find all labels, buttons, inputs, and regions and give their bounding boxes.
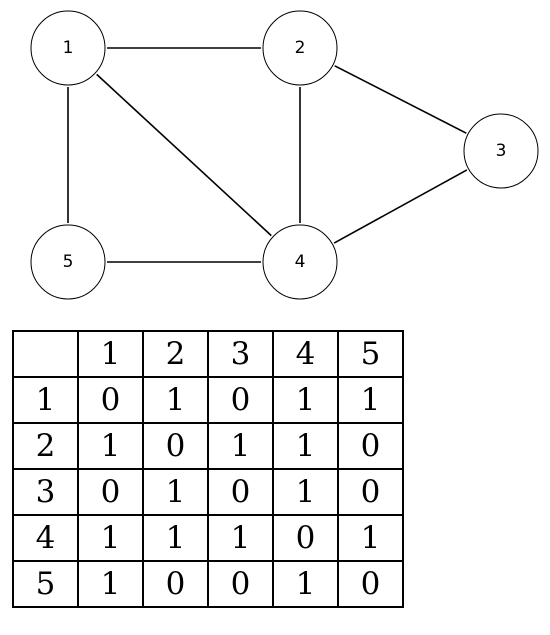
graph-edges bbox=[67, 47, 468, 263]
matrix-row-header: 3 bbox=[12, 468, 79, 516]
node-label: 1 bbox=[63, 38, 74, 58]
matrix-cell: 1 bbox=[77, 422, 144, 470]
matrix-col-header: 4 bbox=[272, 330, 339, 378]
node-label: 4 bbox=[295, 252, 306, 272]
matrix-cell: 0 bbox=[77, 376, 144, 424]
matrix-cell: 0 bbox=[142, 422, 209, 470]
node-label: 3 bbox=[496, 141, 507, 161]
node-5: 5 bbox=[30, 224, 106, 300]
matrix-cell: 0 bbox=[337, 468, 404, 516]
matrix-cell: 1 bbox=[77, 560, 144, 608]
matrix-row: 5 1 0 0 1 0 bbox=[12, 560, 404, 608]
matrix-cell: 1 bbox=[337, 376, 404, 424]
matrix-cell: 0 bbox=[207, 468, 274, 516]
node-label: 5 bbox=[63, 252, 74, 272]
matrix-header-row: 1 2 3 4 5 bbox=[12, 330, 404, 378]
matrix-col-header: 3 bbox=[207, 330, 274, 378]
matrix-cell: 1 bbox=[207, 514, 274, 562]
node-1: 1 bbox=[30, 10, 106, 86]
matrix-cell: 1 bbox=[142, 514, 209, 562]
adjacency-matrix: 1 2 3 4 5 1 0 1 0 1 1 2 1 0 1 1 0 3 0 1 … bbox=[12, 330, 404, 608]
node-circle bbox=[262, 224, 338, 300]
matrix-cell: 1 bbox=[207, 422, 274, 470]
node-circle bbox=[30, 10, 106, 86]
matrix-cell: 1 bbox=[272, 422, 339, 470]
matrix-col-header: 5 bbox=[337, 330, 404, 378]
matrix-cell: 0 bbox=[272, 514, 339, 562]
matrix-cell: 1 bbox=[272, 468, 339, 516]
matrix-cell: 1 bbox=[77, 514, 144, 562]
edge-3-4 bbox=[333, 169, 468, 244]
matrix-row-header: 2 bbox=[12, 422, 79, 470]
matrix-row: 3 0 1 0 1 0 bbox=[12, 468, 404, 516]
matrix-cell: 1 bbox=[337, 514, 404, 562]
matrix-row: 2 1 0 1 1 0 bbox=[12, 422, 404, 470]
matrix-cell: 0 bbox=[337, 560, 404, 608]
matrix-cell: 1 bbox=[272, 560, 339, 608]
edge-1-4 bbox=[96, 73, 272, 237]
matrix-row: 1 0 1 0 1 1 bbox=[12, 376, 404, 424]
matrix-cell: 0 bbox=[207, 376, 274, 424]
graph-nodes: 1 2 3 4 5 bbox=[30, 10, 539, 300]
node-3: 3 bbox=[463, 113, 539, 189]
matrix-corner-cell bbox=[12, 330, 79, 378]
graph-diagram: 1 2 3 4 5 bbox=[30, 10, 539, 300]
matrix-cell: 0 bbox=[207, 560, 274, 608]
matrix-row-header: 1 bbox=[12, 376, 79, 424]
edge-2-3 bbox=[334, 65, 467, 134]
matrix-row: 4 1 1 1 0 1 bbox=[12, 514, 404, 562]
matrix-cell: 1 bbox=[142, 468, 209, 516]
matrix-cell: 1 bbox=[272, 376, 339, 424]
node-circle bbox=[463, 113, 539, 189]
node-4: 4 bbox=[262, 224, 338, 300]
matrix-cell: 1 bbox=[142, 376, 209, 424]
matrix-cell: 0 bbox=[77, 468, 144, 516]
matrix-cell: 0 bbox=[142, 560, 209, 608]
node-circle bbox=[262, 10, 338, 86]
node-label: 2 bbox=[295, 38, 306, 58]
matrix-col-header: 2 bbox=[142, 330, 209, 378]
matrix-row-header: 4 bbox=[12, 514, 79, 562]
matrix-col-header: 1 bbox=[77, 330, 144, 378]
matrix-cell: 0 bbox=[337, 422, 404, 470]
node-circle bbox=[30, 224, 106, 300]
node-2: 2 bbox=[262, 10, 338, 86]
matrix-row-header: 5 bbox=[12, 560, 79, 608]
